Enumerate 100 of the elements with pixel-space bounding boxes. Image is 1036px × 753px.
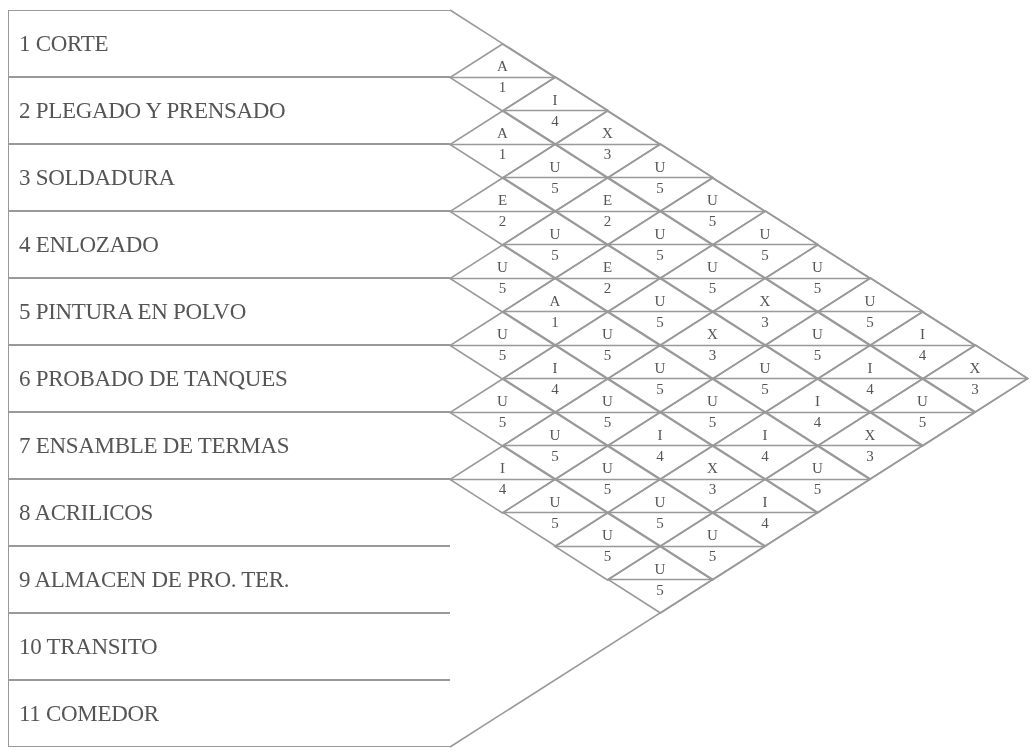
reason-code: 3: [707, 347, 718, 363]
closeness-code: U: [653, 560, 667, 577]
department-row: [8, 613, 450, 680]
department-row: [8, 680, 450, 747]
closeness-code: U: [653, 359, 667, 376]
department-row: [8, 10, 450, 77]
department-name: 5 PINTURA EN POLVO: [18, 298, 246, 325]
reason-code: 4: [917, 347, 928, 363]
department-row: [8, 278, 450, 345]
reason-code: 5: [655, 514, 665, 531]
reason-code: 5: [550, 514, 560, 531]
closeness-code: I: [761, 493, 769, 510]
reason-code: 4: [550, 112, 560, 129]
closeness-code: U: [653, 158, 667, 175]
closeness-code: U: [758, 359, 772, 376]
closeness-code: I: [551, 91, 559, 108]
department-row: [8, 412, 450, 479]
closeness-code: X: [968, 359, 982, 376]
department-row: [8, 211, 450, 278]
closeness-code: I: [919, 326, 926, 342]
department-name: 8 ACRILICOS: [18, 499, 154, 526]
closeness-code: U: [811, 326, 824, 342]
reason-code: 5: [812, 481, 823, 497]
reason-code: 3: [602, 146, 613, 162]
closeness-code: E: [496, 192, 509, 208]
reason-code: 5: [707, 414, 718, 430]
department-name: 3 SOLDADURA: [18, 164, 175, 191]
reason-code: 5: [497, 347, 508, 363]
closeness-code: U: [601, 393, 614, 409]
reason-code: 5: [550, 246, 560, 263]
reason-code: 1: [497, 79, 508, 95]
reason-code: 1: [497, 146, 508, 162]
reason-code: 5: [655, 581, 665, 598]
reason-code: 5: [812, 347, 823, 363]
closeness-code: E: [601, 259, 614, 275]
closeness-code: X: [706, 326, 719, 342]
department-row: [8, 345, 450, 412]
closeness-code: I: [866, 359, 874, 376]
department-name: 10 TRANSITO: [18, 633, 158, 660]
reason-code: 5: [707, 213, 718, 229]
department-row: [8, 479, 450, 546]
closeness-code: I: [656, 426, 664, 443]
reason-code: 5: [497, 414, 508, 430]
reason-code: 3: [707, 481, 718, 497]
reason-code: 5: [812, 280, 823, 296]
closeness-code: U: [601, 326, 614, 342]
reason-code: 5: [497, 280, 508, 296]
reason-code: 4: [760, 447, 770, 464]
department-row: [8, 77, 450, 144]
reason-code: 5: [655, 246, 665, 263]
department-name: 9 ALMACEN DE PRO. TER.: [18, 566, 290, 593]
reason-code: 5: [865, 313, 875, 330]
reason-code: 4: [497, 481, 508, 497]
closeness-code: U: [653, 292, 667, 309]
closeness-code: I: [551, 359, 559, 376]
closeness-code: X: [601, 125, 614, 141]
department-name: 1 CORTE: [18, 30, 109, 57]
closeness-code: U: [811, 460, 824, 476]
closeness-code: U: [758, 225, 772, 242]
closeness-code: A: [496, 58, 509, 74]
reason-code: 5: [760, 380, 770, 397]
closeness-code: U: [653, 493, 667, 510]
closeness-code: U: [706, 259, 719, 275]
department-name: 4 ENLOZADO: [18, 231, 159, 258]
closeness-code: U: [548, 493, 562, 510]
closeness-code: U: [496, 393, 509, 409]
closeness-code: I: [814, 393, 821, 409]
closeness-code: U: [706, 192, 719, 208]
reason-code: 4: [760, 514, 770, 531]
closeness-code: U: [706, 393, 719, 409]
closeness-code: A: [548, 292, 562, 309]
closeness-code: U: [548, 426, 562, 443]
closeness-code: E: [601, 192, 614, 208]
closeness-code: U: [653, 225, 667, 242]
closeness-code: U: [706, 527, 719, 543]
reason-code: 4: [865, 380, 875, 397]
reason-code: 5: [655, 380, 665, 397]
closeness-code: U: [496, 326, 509, 342]
department-name: 11 COMEDOR: [18, 700, 159, 727]
closeness-code: U: [601, 460, 614, 476]
closeness-code: A: [496, 125, 509, 141]
reason-code: 5: [602, 347, 613, 363]
department-row: [8, 144, 450, 211]
reason-code: 2: [602, 213, 613, 229]
reason-code: 1: [550, 313, 560, 330]
reason-code: 3: [760, 313, 770, 330]
closeness-code: X: [706, 460, 719, 476]
reason-code: 2: [497, 213, 508, 229]
relationship-diamond: [450, 43, 555, 111]
reason-code: 4: [812, 414, 823, 430]
reason-code: 3: [970, 380, 980, 397]
department-row: [8, 546, 450, 613]
closeness-code: U: [916, 393, 929, 409]
closeness-code: X: [758, 292, 772, 309]
reason-code: 5: [707, 280, 718, 296]
department-name: 6 PROBADO DE TANQUES: [18, 365, 288, 392]
reason-code: 5: [655, 179, 665, 196]
closeness-code: U: [863, 292, 877, 309]
reason-code: 2: [602, 280, 613, 296]
reason-code: 4: [550, 380, 560, 397]
